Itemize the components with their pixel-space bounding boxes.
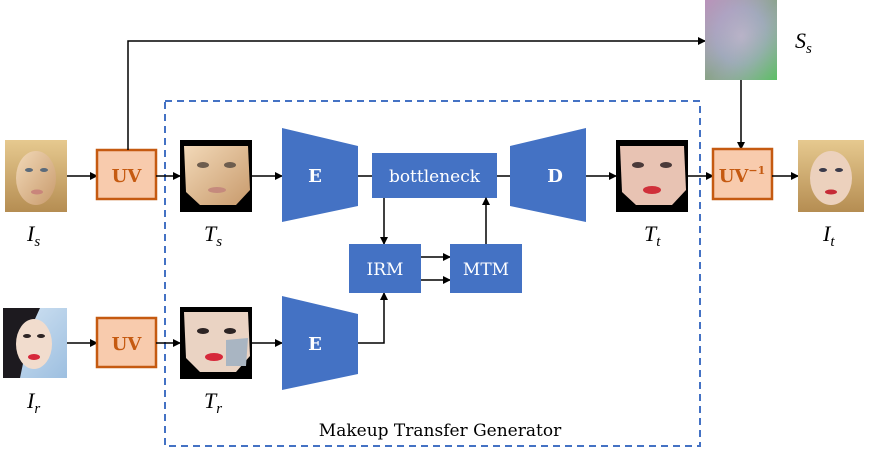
reference-image-symbol: Ir bbox=[26, 388, 40, 417]
irm-box bbox=[349, 244, 421, 293]
generator-label: Makeup Transfer Generator bbox=[319, 421, 562, 441]
uv-position-map-symbol: Ss bbox=[795, 28, 812, 57]
reference-texture-symbol: Tr bbox=[204, 388, 222, 417]
irm-label: IRM bbox=[367, 260, 404, 280]
generator-container bbox=[164, 100, 701, 447]
uv-source-box bbox=[95, 148, 158, 201]
mtm-label: MTM bbox=[463, 260, 509, 280]
source-image-symbol: Is bbox=[26, 221, 40, 250]
transferred-texture-symbol: Tt bbox=[644, 221, 661, 250]
output-image bbox=[798, 140, 864, 212]
transferred-texture bbox=[616, 140, 688, 212]
decoder bbox=[510, 128, 586, 222]
source-texture bbox=[180, 140, 252, 212]
source-texture-symbol: Ts bbox=[204, 221, 222, 250]
uv-source-label: UV bbox=[112, 166, 143, 187]
uv-reference-label: UV bbox=[112, 334, 143, 355]
encoder-reference-label: E bbox=[308, 334, 322, 355]
mtm-box bbox=[450, 244, 522, 293]
reference-texture bbox=[180, 307, 252, 379]
uv-inverse-box bbox=[711, 147, 774, 201]
bottleneck-label: bottleneck bbox=[389, 167, 481, 187]
uv-inverse-label: UV−1 bbox=[719, 164, 766, 187]
decoder-label: D bbox=[547, 166, 563, 187]
encoder-source bbox=[282, 128, 358, 222]
uv-position-map bbox=[705, 0, 777, 80]
reference-image bbox=[3, 308, 67, 378]
source-image bbox=[5, 140, 67, 212]
bottleneck-box bbox=[372, 153, 497, 198]
encoder-reference bbox=[282, 296, 358, 390]
encoder-source-label: E bbox=[308, 166, 322, 187]
output-image-symbol: It bbox=[822, 221, 835, 250]
